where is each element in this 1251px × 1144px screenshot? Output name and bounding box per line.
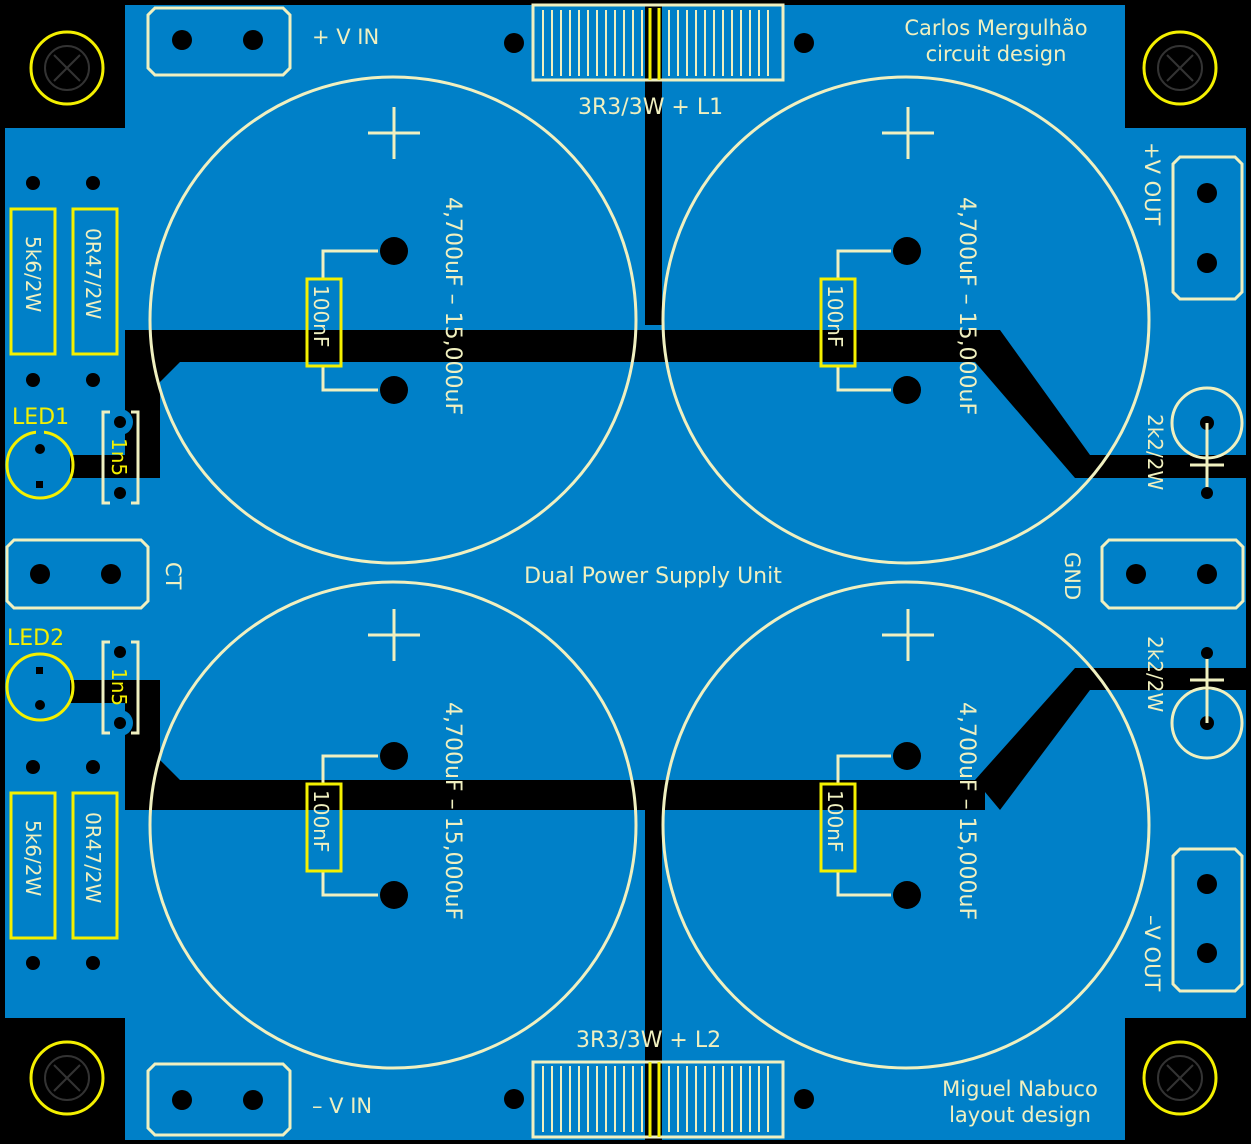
mounting-hole-bottom-right	[1142, 1040, 1218, 1116]
resistor-0r47-bottom-label: 0R47/2W	[81, 812, 105, 904]
credit-circuit-name: Carlos Mergulhão	[904, 16, 1087, 40]
vin-pos-label: + V IN	[312, 25, 379, 49]
led1-label: LED1	[12, 405, 69, 430]
credit-layout-role: layout design	[949, 1103, 1091, 1127]
bypass-cap-top-right-label: 100nF	[823, 285, 847, 347]
bypass-cap-bottom-right-label: 100nF	[823, 790, 847, 852]
vin-pos-connector	[146, 6, 292, 77]
led2	[5, 652, 75, 722]
board-title: Dual Power Supply Unit	[524, 564, 782, 589]
vout-neg-label: –V OUT	[1140, 915, 1164, 991]
resistor-0r47-top-label: 0R47/2W	[81, 228, 105, 320]
bypass-cap-bottom-left-label: 100nF	[309, 790, 333, 852]
small-cap-top	[101, 410, 140, 505]
resistor-5k6-bottom	[9, 791, 57, 970]
ct-connector	[5, 538, 150, 610]
small-cap-bottom-label: 1n5	[107, 668, 131, 706]
vin-neg-connector	[146, 1062, 292, 1137]
resistor-0r47-bottom	[71, 791, 119, 970]
mounting-hole-top-right	[1142, 30, 1218, 106]
capacitor-bottom-right-value: 4,700uF – 15,000uF	[954, 702, 979, 920]
vout-neg-connector	[1171, 847, 1244, 993]
resistor-2k2-bottom-label: 2k2/2W	[1143, 636, 1167, 712]
series-resistor-top	[504, 3, 814, 82]
vin-neg-label: – V IN	[312, 1094, 372, 1118]
led1-pads	[14, 361, 133, 499]
small-cap-bottom	[101, 640, 140, 735]
ct-label: CT	[161, 562, 185, 590]
copper-pour	[5, 5, 1246, 1140]
resistor-5k6-top-label: 5k6/2W	[21, 236, 45, 312]
gnd-connector	[1100, 538, 1245, 610]
led2-label: LED2	[7, 626, 64, 651]
mounting-hole-top-left	[29, 30, 105, 106]
led1	[5, 430, 75, 500]
capacitor-top-right-value: 4,700uF – 15,000uF	[954, 197, 979, 415]
resistor-2k2-bottom	[1170, 647, 1244, 760]
series-resistor-top-label: 3R3/3W + L1	[578, 95, 723, 120]
bypass-cap-top-left-label: 100nF	[309, 285, 333, 347]
small-cap-top-label: 1n5	[107, 438, 131, 476]
capacitor-top-left	[148, 75, 638, 565]
resistor-5k6-bottom-label: 5k6/2W	[21, 820, 45, 896]
resistor-2k2-top-label: 2k2/2W	[1143, 414, 1167, 490]
gnd-label: GND	[1060, 552, 1084, 600]
vout-pos-label: +V OUT	[1140, 142, 1164, 226]
led2-pads	[14, 646, 133, 786]
series-resistor-bottom-label: 3R3/3W + L2	[576, 1028, 721, 1053]
capacitor-top-right	[661, 75, 1151, 565]
vout-pos-connector	[1171, 155, 1244, 301]
resistor-2k2-top	[1170, 386, 1244, 499]
series-resistor-bottom	[504, 1060, 814, 1139]
capacitor-bottom-right	[661, 580, 1151, 1070]
credit-layout-name: Miguel Nabuco	[942, 1077, 1098, 1101]
mounting-hole-bottom-left	[29, 1040, 105, 1116]
resistor-0r47-top	[71, 176, 119, 356]
credit-circuit-role: circuit design	[926, 42, 1067, 66]
capacitor-top-left-value: 4,700uF – 15,000uF	[440, 197, 465, 415]
resistor-5k6-top	[9, 176, 57, 356]
capacitor-bottom-left-value: 4,700uF – 15,000uF	[440, 702, 465, 920]
capacitor-bottom-left	[148, 580, 638, 1070]
